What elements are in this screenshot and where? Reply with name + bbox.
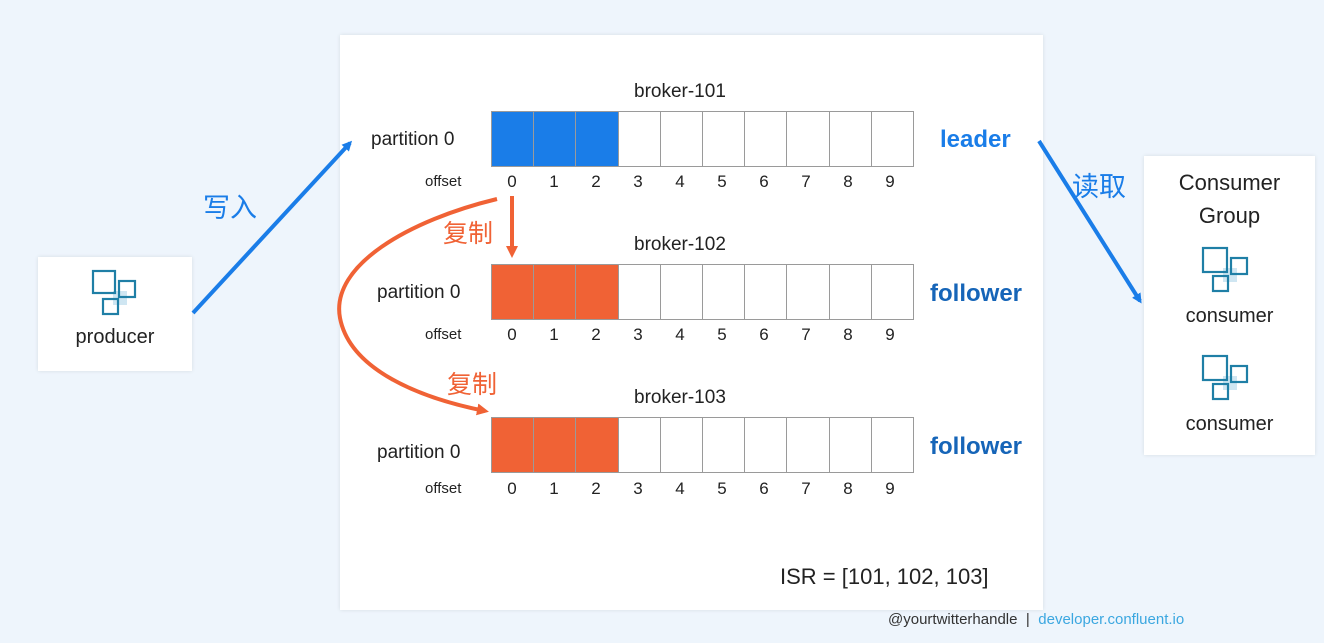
footer: @yourtwitterhandle | developer.confluent… [888, 611, 1184, 629]
offset-number: 3 [633, 172, 643, 191]
log-cell-empty [745, 418, 788, 472]
footer-handle: @yourtwitterhandle [888, 611, 1018, 628]
offset-label: offset [425, 173, 462, 190]
offset-number: 3 [633, 479, 643, 498]
offset-number: 0 [507, 479, 517, 498]
consumer-group-title: Consumer Group [1178, 170, 1281, 228]
offset-number: 1 [549, 479, 559, 498]
log-cell-empty [661, 418, 704, 472]
offset-number: 3 [633, 325, 643, 344]
consumer-label: consumer [1185, 413, 1274, 435]
consumer-icon [1201, 354, 1249, 402]
log-cell-filled [534, 265, 577, 319]
offset-label: offset [425, 480, 462, 497]
offset-number: 4 [675, 172, 685, 191]
write-arrow [191, 140, 353, 315]
offset-number: 6 [759, 172, 769, 191]
log-cell-filled [576, 418, 619, 472]
broker-title: broker-101 [634, 81, 726, 102]
log-cell-filled [492, 418, 535, 472]
consumer-label: consumer [1185, 305, 1274, 327]
write-label: 写入 [203, 193, 257, 223]
log-cell-empty [745, 265, 788, 319]
producer-icon [91, 269, 139, 317]
cluster-panel [340, 35, 1043, 610]
log-cell-empty [830, 418, 872, 472]
offset-number: 7 [801, 325, 811, 344]
log-cell-empty [787, 112, 830, 166]
read-label: 读取 [1072, 172, 1126, 202]
log-cell-empty [830, 112, 872, 166]
offset-number: 2 [591, 479, 601, 498]
offset-number: 1 [549, 172, 559, 191]
offset-number: 9 [885, 479, 895, 498]
offset-number: 2 [591, 172, 601, 191]
footer-site-link[interactable]: developer.confluent.io [1038, 611, 1185, 628]
isr-label: ISR = [101, 102, 103] [780, 564, 989, 589]
consumer-icon [1201, 246, 1249, 294]
log-cell-empty [745, 112, 788, 166]
log-cell-empty [661, 112, 704, 166]
copy-label: 复制 [447, 371, 498, 399]
log-cell-empty [619, 112, 661, 166]
offset-number: 4 [675, 325, 685, 344]
offset-number: 7 [801, 479, 811, 498]
offset-numbers: 0 1 2 3 4 5 6 7 8 9 [491, 172, 911, 192]
partition-log [491, 264, 914, 320]
footer-separator: | [1025, 611, 1030, 628]
log-cell-filled [534, 418, 577, 472]
offset-number: 0 [507, 172, 517, 191]
partition-log [491, 417, 914, 473]
copy-label: 复制 [443, 220, 494, 248]
offset-number: 2 [591, 325, 601, 344]
offset-number: 5 [717, 325, 727, 344]
producer-label: producer [75, 326, 155, 348]
log-cell-filled [492, 112, 535, 166]
log-cell-empty [830, 265, 872, 319]
offset-number: 5 [717, 172, 727, 191]
partition-label: partition 0 [371, 129, 455, 150]
log-cell-empty [703, 112, 746, 166]
role-follower: follower [930, 280, 1023, 307]
offset-number: 8 [843, 479, 853, 498]
offset-number: 6 [759, 479, 769, 498]
offset-number: 9 [885, 325, 895, 344]
offset-number: 4 [675, 479, 685, 498]
broker-title: broker-103 [634, 387, 726, 408]
log-cell-empty [787, 265, 830, 319]
producer-card: producer [38, 257, 192, 371]
partition-label: partition 0 [377, 442, 461, 463]
log-cell-filled [534, 112, 577, 166]
broker-title: broker-102 [634, 234, 726, 255]
role-leader: leader [940, 126, 1011, 153]
consumer-group-card: Consumer Group consumer consumer [1144, 156, 1315, 455]
role-follower: follower [930, 433, 1023, 460]
offset-number: 1 [549, 325, 559, 344]
offset-numbers: 0 1 2 3 4 5 6 7 8 9 [491, 479, 911, 499]
partition-label: partition 0 [377, 282, 461, 303]
offset-number: 8 [843, 172, 853, 191]
offset-label: offset [425, 326, 462, 343]
log-cell-filled [492, 265, 535, 319]
partition-log [491, 111, 914, 167]
log-cell-empty [661, 265, 704, 319]
offset-number: 9 [885, 172, 895, 191]
offset-number: 5 [717, 479, 727, 498]
offset-numbers: 0 1 2 3 4 5 6 7 8 9 [491, 325, 911, 345]
log-cell-empty [619, 418, 661, 472]
log-cell-empty [703, 418, 746, 472]
log-cell-empty [619, 265, 661, 319]
log-cell-empty [787, 418, 830, 472]
log-cell-empty [703, 265, 746, 319]
offset-number: 7 [801, 172, 811, 191]
offset-number: 0 [507, 325, 517, 344]
log-cell-filled [576, 265, 619, 319]
log-cell-filled [576, 112, 619, 166]
read-arrow [1037, 139, 1142, 304]
offset-number: 8 [843, 325, 853, 344]
offset-number: 6 [759, 325, 769, 344]
copy-arrow [337, 197, 498, 416]
